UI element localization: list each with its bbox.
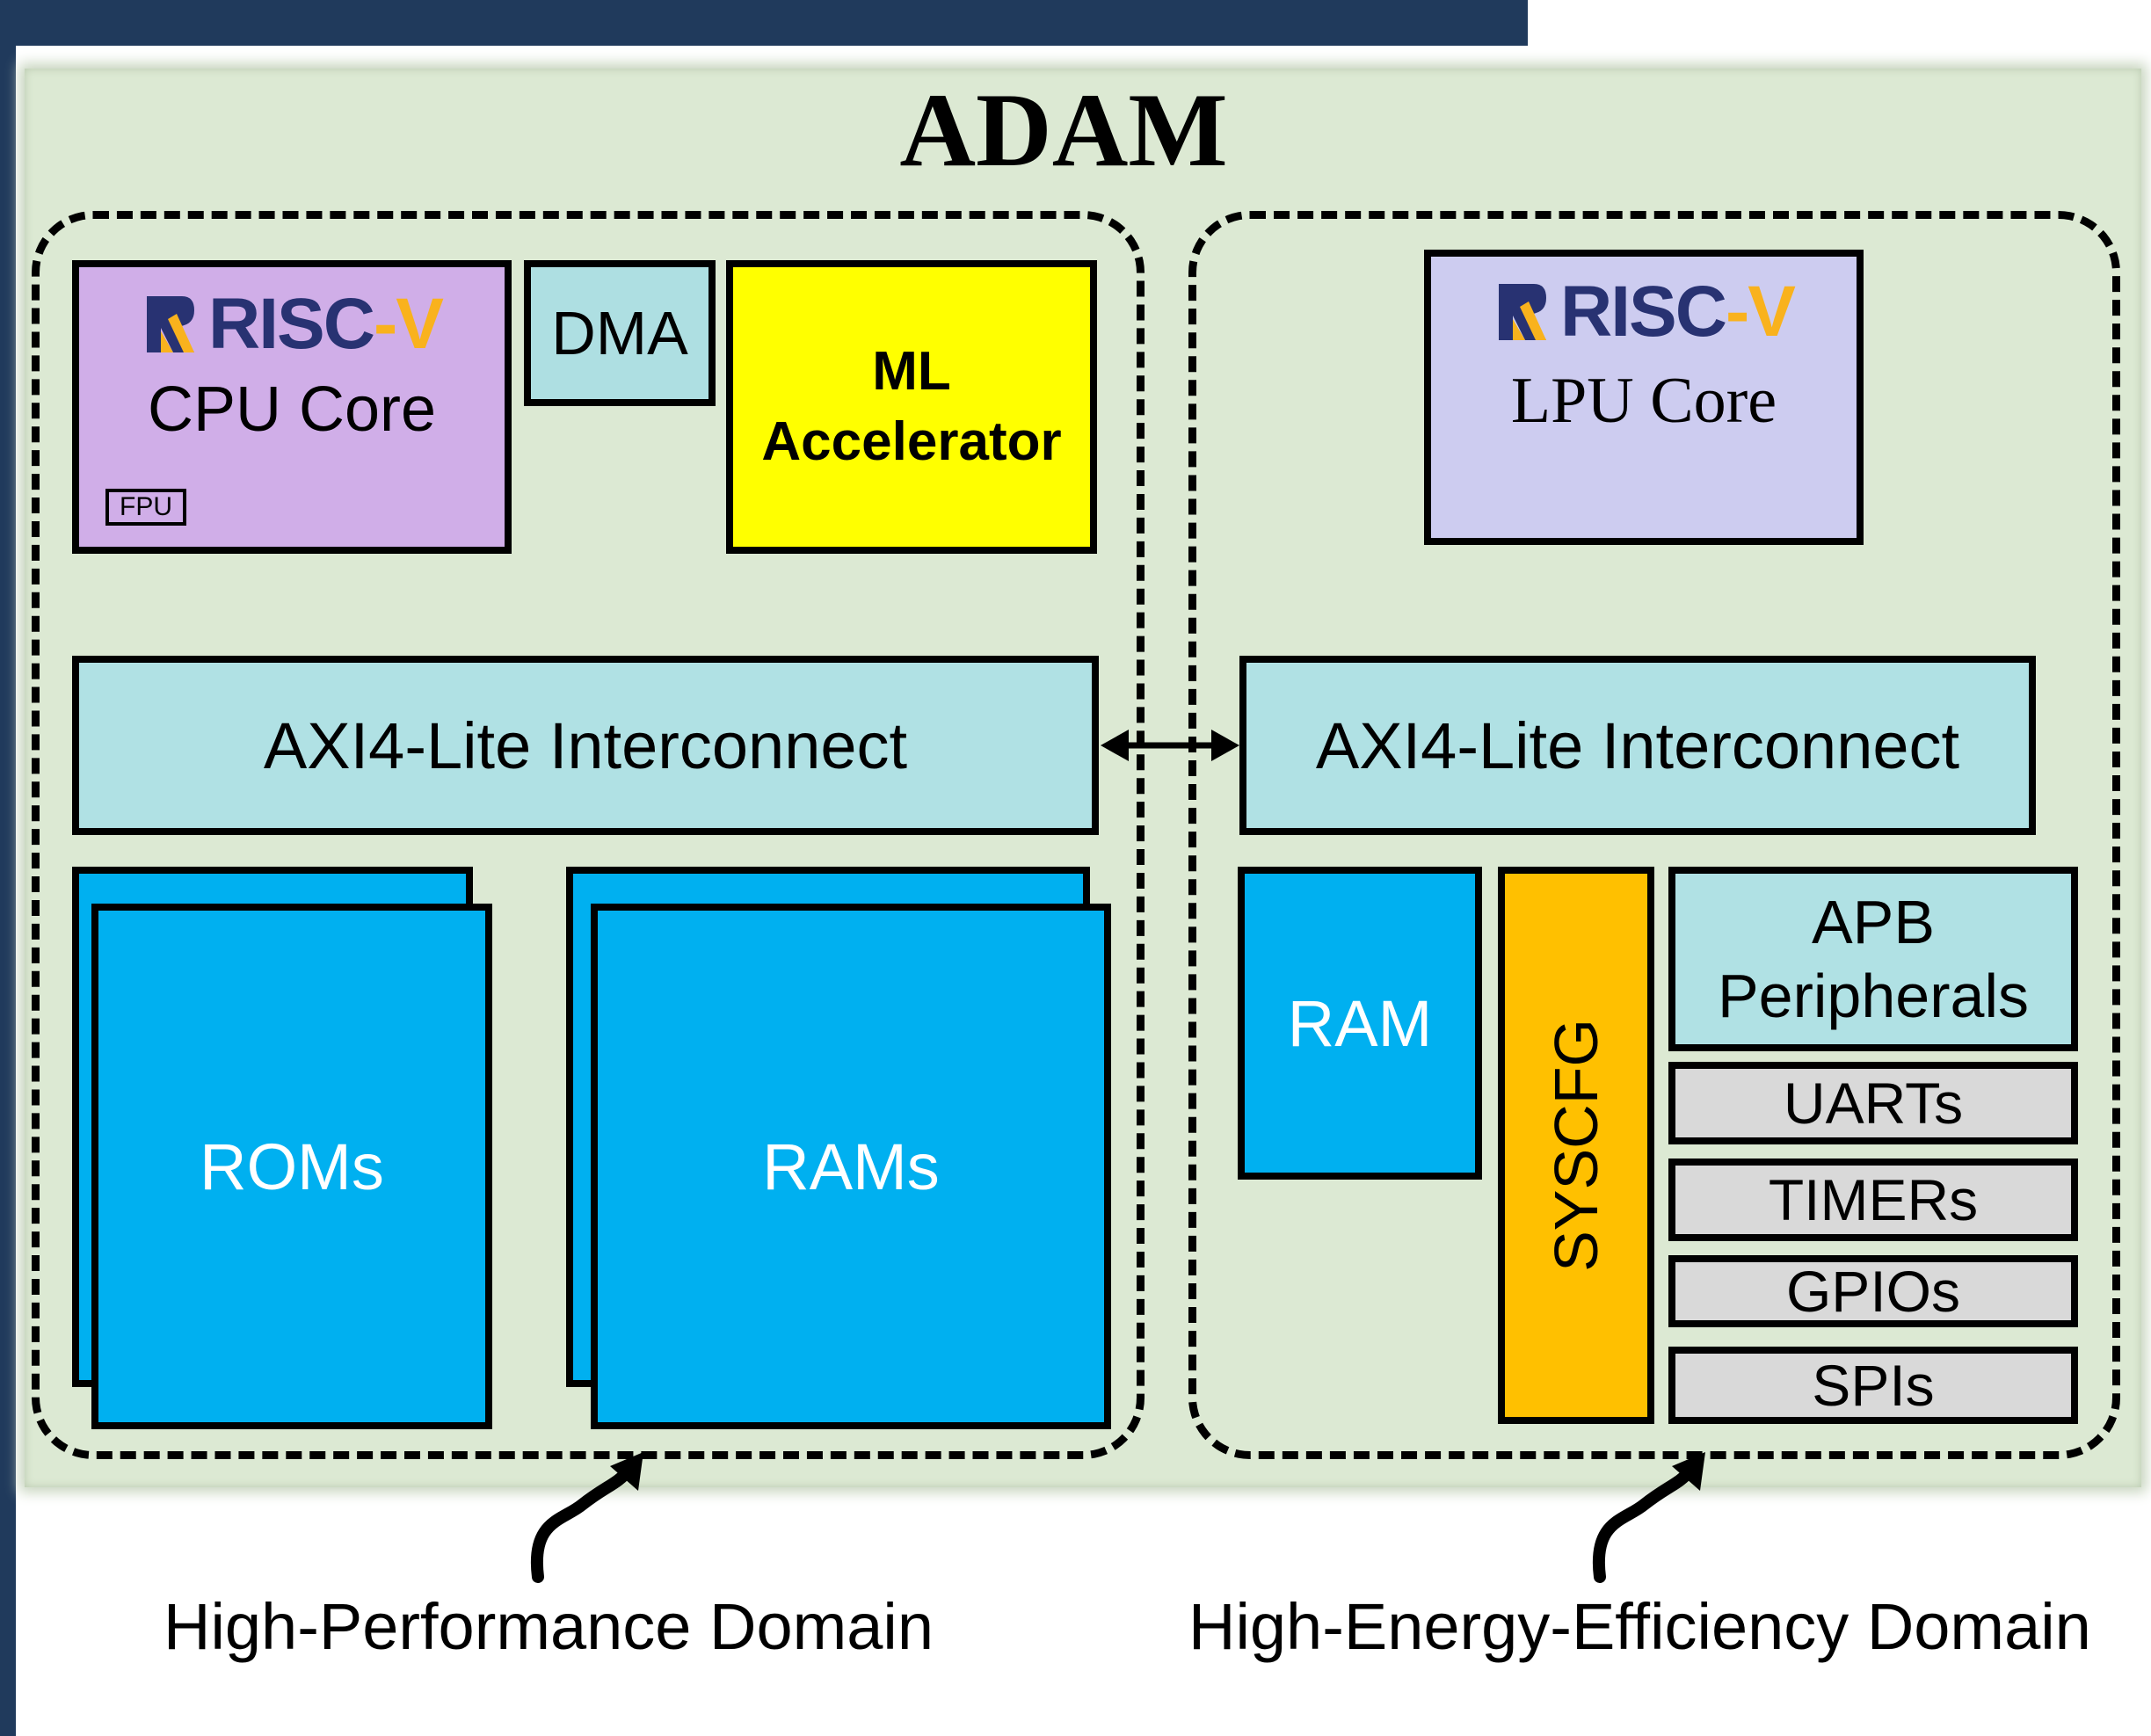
hp-axi-interconnect: AXI4-Lite Interconnect xyxy=(72,656,1099,835)
high-performance-domain xyxy=(32,211,1145,1459)
apb-peripherals-block: APB Peripherals xyxy=(1668,867,2078,1051)
riscv-logo-icon xyxy=(147,296,195,352)
bidirectional-arrow xyxy=(1101,730,1239,761)
he-domain-pointer-head xyxy=(1672,1452,1705,1491)
riscv-wordmark: RISC-V xyxy=(1560,272,1796,352)
hp-domain-pointer xyxy=(530,1464,636,1583)
hp-domain-caption: High-Performance Domain xyxy=(164,1590,934,1663)
apb-label-line2: Peripherals xyxy=(1717,962,2030,1030)
slide-header-bar xyxy=(0,0,1528,46)
uarts-block: UARTs xyxy=(1668,1062,2078,1144)
high-energy-efficiency-domain xyxy=(1188,211,2120,1459)
lpu-core-block: RISC-V LPU Core xyxy=(1424,250,1864,545)
he-domain-pointer xyxy=(1592,1464,1697,1583)
lpu-riscv-logo: RISC-V xyxy=(1493,272,1796,352)
lpu-core-label: LPU Core xyxy=(1510,365,1777,437)
he-axi-interconnect: AXI4-Lite Interconnect xyxy=(1239,656,2036,835)
rams-block: RAMs xyxy=(591,904,1111,1429)
cpu-core-label: CPU Core xyxy=(147,374,437,445)
dma-block: DMA xyxy=(524,260,716,406)
soc-title: ADAM xyxy=(899,71,1228,188)
fpu-label: FPU xyxy=(105,489,186,526)
timers-block: TIMERs xyxy=(1668,1159,2078,1241)
apb-label-line1: APB xyxy=(1811,888,1936,956)
spis-block: SPIs xyxy=(1668,1347,2078,1424)
riscv-logo-icon xyxy=(1499,284,1547,340)
cpu-core-block: RISC-V CPU Core FPU xyxy=(72,260,512,554)
syscfg-block: SYSCFG xyxy=(1498,867,1654,1424)
slide-left-edge xyxy=(0,0,16,1736)
hp-domain-pointer-head xyxy=(610,1452,643,1491)
riscv-wordmark: RISC-V xyxy=(208,284,444,364)
ml-accelerator-label-line2: Accelerator xyxy=(761,411,1062,472)
ml-accelerator-block: ML Accelerator xyxy=(726,260,1097,554)
ml-accelerator-label-line1: ML xyxy=(872,341,951,402)
roms-block: ROMs xyxy=(91,904,492,1429)
he-ram-block: RAM xyxy=(1238,867,1482,1180)
he-domain-caption: High-Energy-Efficiency Domain xyxy=(1188,1590,2091,1663)
riscv-logo: RISC-V xyxy=(142,284,444,364)
gpios-block: GPIOs xyxy=(1668,1255,2078,1327)
